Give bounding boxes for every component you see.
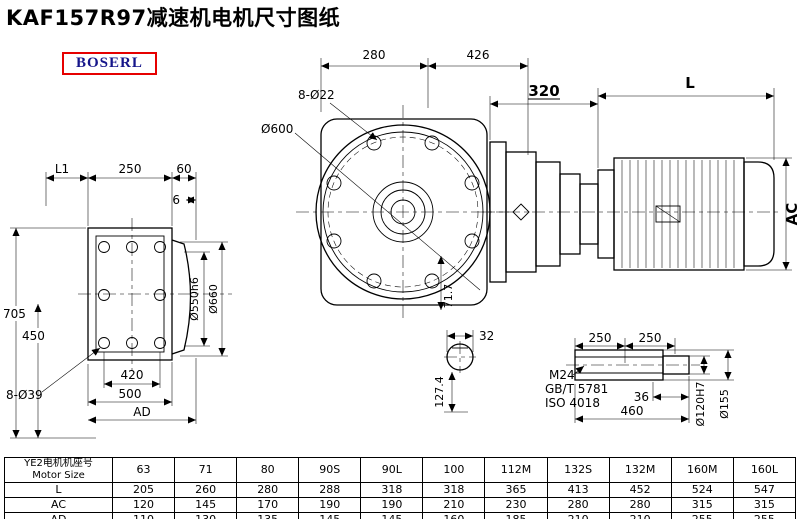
key-section-view: 32 127.4 xyxy=(433,329,494,413)
column-header: 71 xyxy=(174,457,238,483)
cell: 120 xyxy=(111,497,176,513)
cell: 413 xyxy=(546,482,610,498)
cell: 365 xyxy=(484,482,548,498)
column-header: 90S xyxy=(298,457,362,483)
cell: 260 xyxy=(174,482,238,498)
cell: 524 xyxy=(670,482,734,498)
column-header: 90L xyxy=(360,457,424,483)
dim-8xd39: 8-Ø39 xyxy=(6,388,43,402)
cell: 145 xyxy=(174,497,238,513)
dim-32: 32 xyxy=(479,329,494,343)
column-header: 160M xyxy=(670,457,734,483)
side-view: 320 L AC xyxy=(482,74,800,283)
column-header: 160L xyxy=(732,457,797,483)
cell: 547 xyxy=(732,482,797,498)
cell: 145 xyxy=(360,512,424,519)
cell: 190 xyxy=(360,497,424,513)
dim-250: 250 xyxy=(119,162,142,176)
table-row-AC: AC 120 145 170 190 190 210 230 280 280 3… xyxy=(4,497,797,513)
column-header: 112M xyxy=(484,457,548,483)
cell: 280 xyxy=(546,497,610,513)
dim-36: 36 xyxy=(634,390,649,404)
column-header: 132S xyxy=(546,457,610,483)
cell: 135 xyxy=(236,512,300,519)
cell: 210 xyxy=(608,512,672,519)
dim-d120h7: Ø120H7 xyxy=(694,382,707,427)
motor-size-header-cn: YE2电机机座号 xyxy=(24,458,93,470)
cell: 318 xyxy=(422,482,486,498)
dim-8xd22: 8-Ø22 xyxy=(298,88,335,102)
dim-500: 500 xyxy=(119,387,142,401)
motor-size-table: YE2电机机座号 Motor Size 63 71 80 90S 90L 100… xyxy=(4,457,797,519)
table-header-row: YE2电机机座号 Motor Size 63 71 80 90S 90L 100… xyxy=(4,457,797,483)
std-gbt5781: GB/T 5781 xyxy=(545,382,608,396)
dim-460: 460 xyxy=(621,404,644,418)
dim-AC: AC xyxy=(783,203,800,226)
cell: 190 xyxy=(298,497,362,513)
table-row-AD: AD 110 130 135 145 145 160 185 210 210 2… xyxy=(4,512,797,519)
cell: 255 xyxy=(670,512,734,519)
cell: 210 xyxy=(546,512,610,519)
plate-bolt-holes xyxy=(98,241,166,349)
cell: 130 xyxy=(174,512,238,519)
cell: 210 xyxy=(422,497,486,513)
dim-320: 320 xyxy=(528,82,559,100)
flange-bolt-holes xyxy=(326,135,480,289)
shaft-detail: 250 250 M24 GB/T 5781 ISO 4018 36 460 Ø1… xyxy=(545,331,734,426)
dim-d550h6: Ø550h6 xyxy=(188,277,201,321)
cell: 145 xyxy=(298,512,362,519)
dim-127_4: 127.4 xyxy=(433,376,446,408)
dim-dia600: Ø600 xyxy=(261,122,293,136)
cell: 185 xyxy=(484,512,548,519)
column-header: 132M xyxy=(608,457,672,483)
column-header: 63 xyxy=(111,457,176,483)
dim-250a: 250 xyxy=(589,331,612,345)
table-row-L: L 205 260 280 288 318 318 365 413 452 52… xyxy=(4,482,797,498)
dim-L1: L1 xyxy=(55,162,69,176)
cell: 230 xyxy=(484,497,548,513)
technical-drawing: Ø600 8-Ø22 280 426 71.7 xyxy=(1,48,800,439)
dim-AD: AD xyxy=(133,405,150,419)
cell: 315 xyxy=(732,497,797,513)
page-title: KAF157R97减速机电机尺寸图纸 xyxy=(6,6,341,30)
cell: 110 xyxy=(111,512,176,519)
cell: 160 xyxy=(422,512,486,519)
motor-fins xyxy=(621,160,735,268)
dim-L: L xyxy=(685,74,695,92)
cell: 452 xyxy=(608,482,672,498)
row-label: L xyxy=(4,482,113,498)
dim-6: 6 xyxy=(172,193,180,207)
dim-250b: 250 xyxy=(639,331,662,345)
cell: 205 xyxy=(111,482,176,498)
dim-71_7: 71.7 xyxy=(442,284,455,309)
row-label: AD xyxy=(4,512,113,519)
motor-size-header: YE2电机机座号 Motor Size xyxy=(4,457,113,483)
cell: 170 xyxy=(236,497,300,513)
cell: 315 xyxy=(670,497,734,513)
cell: 280 xyxy=(236,482,300,498)
cell: 280 xyxy=(608,497,672,513)
dim-60: 60 xyxy=(176,162,191,176)
dim-705: 705 xyxy=(3,307,26,321)
dim-d155: Ø155 xyxy=(718,389,731,419)
cell: 288 xyxy=(298,482,362,498)
brand-logo: BOSERL xyxy=(62,52,157,75)
cell: 318 xyxy=(360,482,424,498)
dim-450: 450 xyxy=(22,329,45,343)
motor-size-header-en: Motor Size xyxy=(32,470,85,481)
column-header: 80 xyxy=(236,457,300,483)
std-iso4018: ISO 4018 xyxy=(545,396,600,410)
left-view: L1 250 60 6 705 450 8-Ø39 420 500 xyxy=(1,162,232,439)
dim-426: 426 xyxy=(467,48,490,62)
dim-M24: M24 xyxy=(549,368,575,382)
front-view: Ø600 8-Ø22 280 426 71.7 xyxy=(261,48,529,319)
dim-d660: Ø660 xyxy=(207,284,220,314)
column-header: 100 xyxy=(422,457,486,483)
cell: 255 xyxy=(732,512,797,519)
dim-420: 420 xyxy=(121,368,144,382)
row-label: AC xyxy=(4,497,113,513)
dim-280: 280 xyxy=(363,48,386,62)
